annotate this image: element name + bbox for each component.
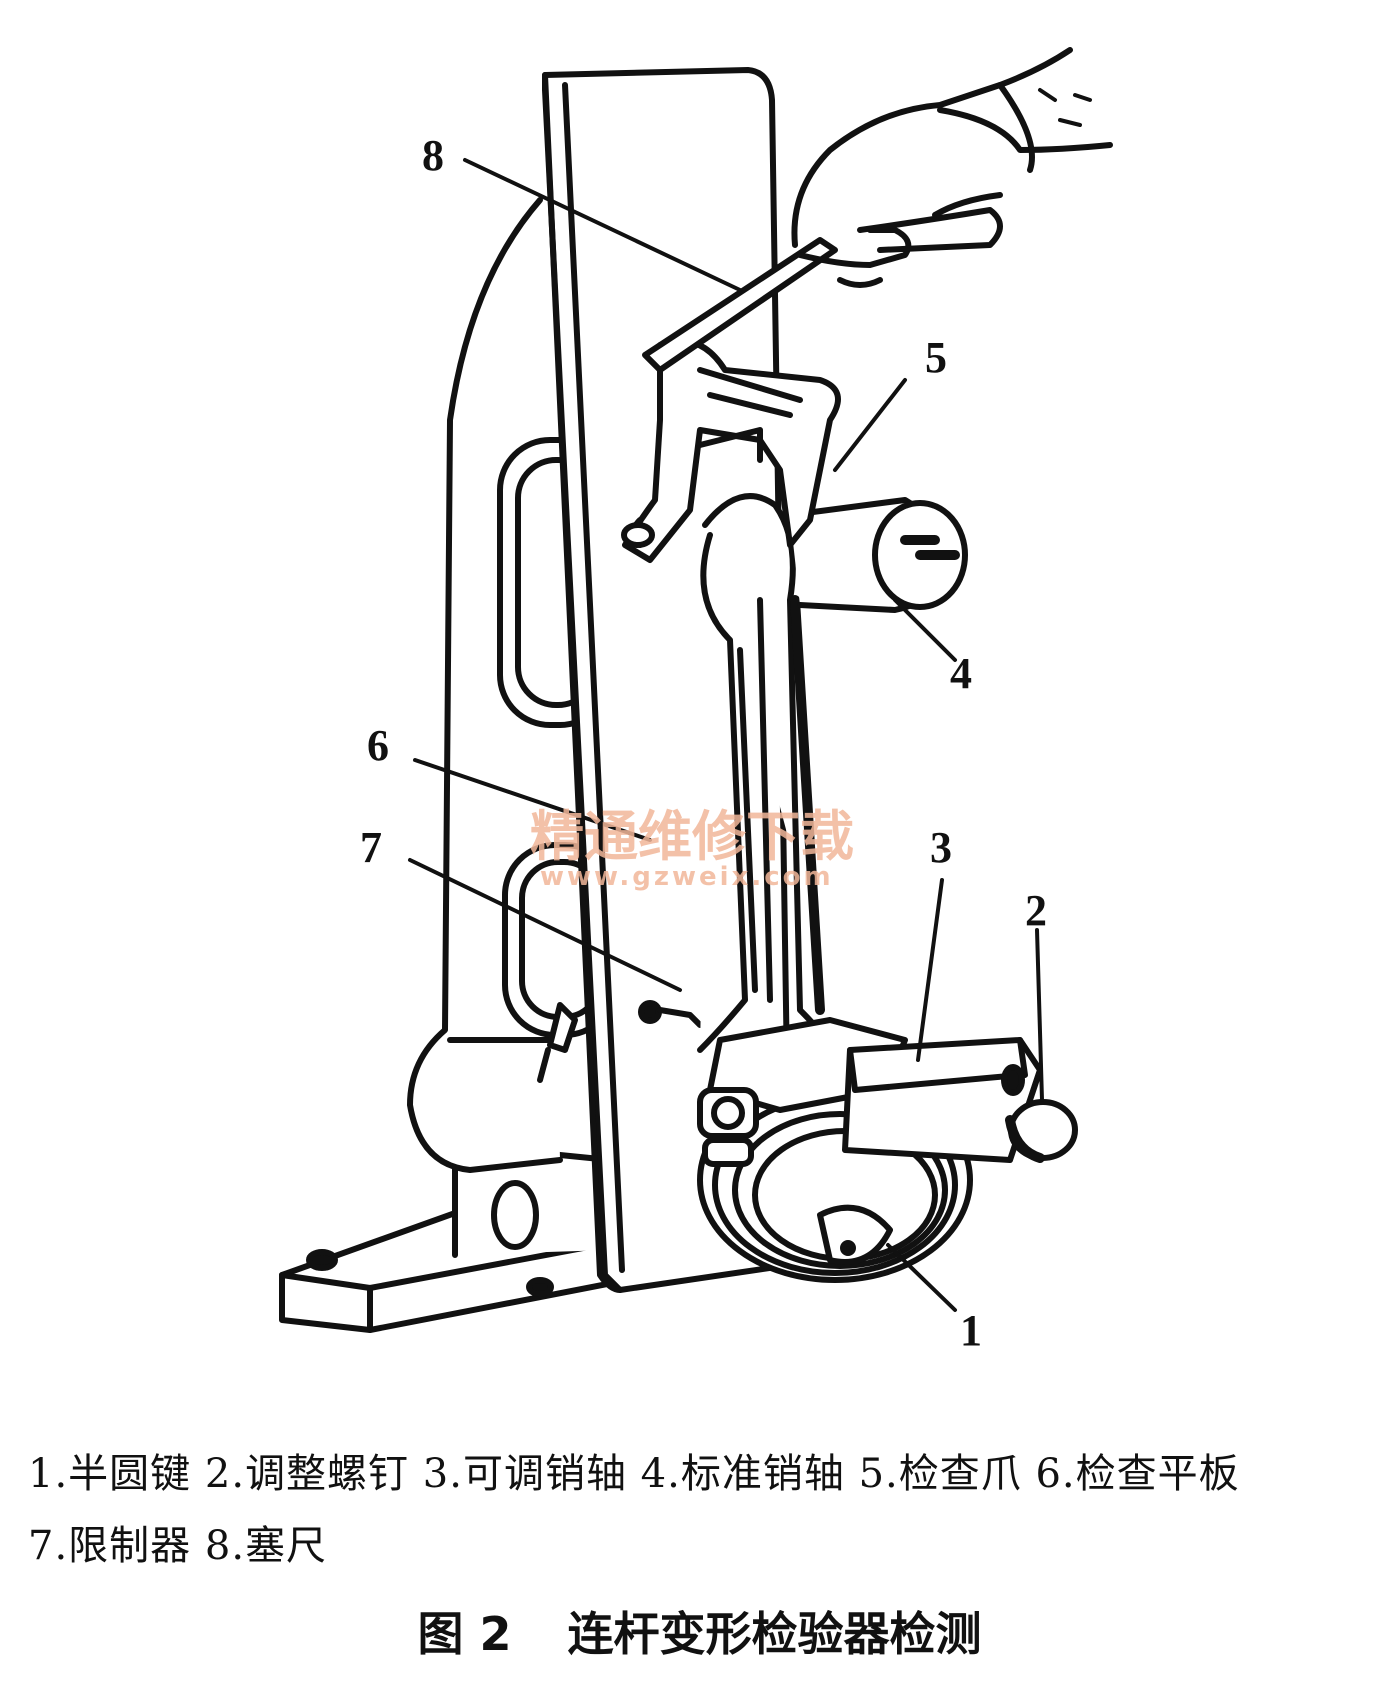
- legend-item: 8.塞尺: [205, 1523, 327, 1569]
- hand: [791, 47, 1113, 288]
- figure-number: 图 2: [417, 1607, 512, 1661]
- legend-item-label: 可调销轴: [462, 1451, 627, 1497]
- legend-item-num: 4.: [640, 1451, 681, 1497]
- standard-pin: [787, 497, 968, 613]
- legend-item: 7.限制器: [28, 1523, 191, 1569]
- callout-7: 7: [360, 823, 382, 872]
- connecting-rod-checker-drawing: 精通维修下载 www.gzweix.com 8 5 4 6 7 3 2 1: [279, 47, 1113, 1355]
- legend-item-num: 3.: [422, 1451, 463, 1497]
- watermark-text: 精通维修下载: [530, 805, 854, 868]
- callout-8: 8: [422, 131, 444, 180]
- legend-item-label: 调整螺钉: [245, 1451, 410, 1497]
- legend-item-label: 标准销轴: [680, 1451, 845, 1497]
- legend-item-num: 1.: [28, 1451, 69, 1497]
- legend-item: 5.检查爪: [859, 1451, 1022, 1497]
- legend-item-num: 5.: [858, 1451, 899, 1497]
- legend-item: 3.可调销轴: [423, 1451, 627, 1497]
- callout-numbers: 8 5 4 6 7 3 2 1: [360, 131, 1047, 1355]
- legend-item-num: 6.: [1035, 1451, 1076, 1497]
- watermark: 精通维修下载 www.gzweix.com: [530, 805, 854, 892]
- callout-5: 5: [925, 333, 947, 382]
- feeler-gauge: [642, 237, 838, 373]
- callout-6: 6: [367, 721, 389, 770]
- legend-item: 6.检查平板: [1035, 1451, 1239, 1497]
- half-round-key: [817, 1204, 893, 1265]
- legend-item: 2.调整螺钉: [205, 1451, 409, 1497]
- legend-item-label: 半圆键: [68, 1451, 192, 1497]
- legend-item-label: 塞尺: [245, 1523, 328, 1569]
- legend-item-label: 限制器: [68, 1523, 192, 1569]
- callout-4: 4: [950, 649, 972, 698]
- adjusting-screw: [1005, 1099, 1078, 1163]
- inspection-claw: [621, 337, 841, 563]
- legend: 1.半圆键 2.调整螺钉 3.可调销轴 4.标准销轴 5.检查爪 6.检查平板 …: [28, 1438, 1378, 1582]
- legend-item: 4.标准销轴: [641, 1451, 845, 1497]
- callout-3: 3: [930, 823, 952, 872]
- legend-item-label: 检查平板: [1075, 1451, 1240, 1497]
- callout-2: 2: [1025, 886, 1047, 935]
- limiter: [537, 1000, 703, 1083]
- legend-item: 1.半圆键: [28, 1451, 191, 1497]
- callout-1: 1: [960, 1306, 982, 1355]
- bracket-foot: [452, 1143, 613, 1258]
- legend-item-num: 7.: [28, 1523, 69, 1569]
- figure-title: 连杆变形检验器检测: [567, 1607, 982, 1661]
- figure-illustration: 精通维修下载 www.gzweix.com 8 5 4 6 7 3 2 1: [279, 47, 1113, 1355]
- figure-caption: 图 2 连杆变形检验器检测: [0, 1598, 1399, 1664]
- legend-item-label: 检查爪: [898, 1451, 1022, 1497]
- leader-lines: [408, 158, 1044, 1312]
- legend-item-num: 8.: [204, 1523, 246, 1569]
- watermark-url: www.gzweix.com: [540, 862, 834, 892]
- legend-item-num: 2.: [204, 1451, 246, 1497]
